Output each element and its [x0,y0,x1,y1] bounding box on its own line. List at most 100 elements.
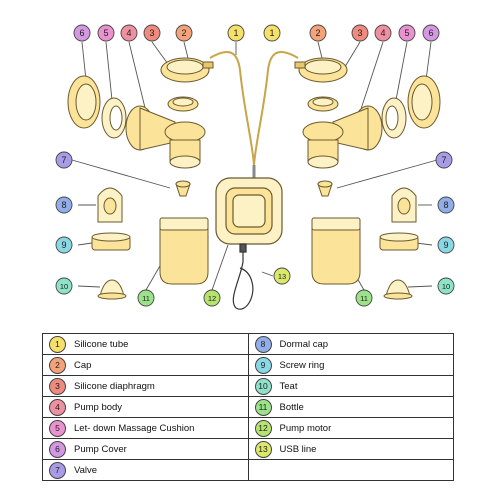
right-screw-ring [380,233,418,250]
badge-part-6: 6 [74,25,90,41]
silicone-tube [210,52,298,178]
badge-part-13: 13 [274,268,290,284]
legend-label: Cap [74,360,91,371]
badge-part-9: 9 [438,237,454,253]
left-pump-body [126,106,205,168]
badge-part-1: 1 [264,25,280,41]
pump-motor [216,178,282,244]
badge-part-10: 10 [56,278,72,294]
badge-number: 1 [233,28,238,38]
legend-label: Silicone diaphragm [74,381,155,392]
legend-cell-part-13: 13 USB line [248,439,454,460]
badge-number: 6 [79,28,84,38]
legend-label: Valve [74,465,97,476]
badge-number: 9 [443,240,448,250]
legend-badge: 7 [49,462,66,479]
badge-part-9: 9 [56,237,72,253]
legend-badge: 12 [255,420,272,437]
badge-part-10: 10 [438,278,454,294]
right-pump-body [303,106,382,168]
legend-label: Pump motor [280,423,332,434]
badge-number: 3 [149,28,154,38]
legend-row: 5 Let- down Massage Cushion 12 Pump motor [43,418,454,439]
left-diaphragm [168,97,198,111]
badge-part-3: 3 [144,25,160,41]
badge-number: 11 [142,294,150,303]
badge-number: 7 [441,155,446,165]
usb-cable [233,244,253,309]
badge-part-7: 7 [56,152,72,168]
badge-part-8: 8 [56,197,72,213]
badge-part-2: 2 [310,25,326,41]
legend-label: Teat [280,381,298,392]
badge-part-8: 8 [438,197,454,213]
legend-badge: 9 [255,357,272,374]
legend-cell-part-8: 8 Dormal cap [248,334,454,355]
badge-part-4: 4 [375,25,391,41]
badge-part-6: 6 [423,25,439,41]
legend-cell-part-6: 6Pump Cover [43,439,249,460]
right-bottle [312,218,360,284]
legend-row: 4Pump body11Bottle [43,397,454,418]
legend-badge: 3 [49,378,66,395]
badge-part-1: 1 [228,25,244,41]
legend-badge: 6 [49,441,66,458]
legend-cell-empty [248,460,454,481]
legend-row: 2 Cap 9 Screw ring [43,355,454,376]
legend-label: USB line [280,444,317,455]
right-pump-cover [408,76,440,128]
badge-number: 4 [380,28,385,38]
badge-number: 5 [404,28,409,38]
legend-badge: 8 [255,336,272,353]
badge-number: 8 [443,200,448,210]
right-diaphragm [308,97,338,111]
legend-badge: 1 [49,336,66,353]
legend-badge: 13 [255,441,272,458]
badge-part-7: 7 [436,152,452,168]
badge-number: 6 [428,28,433,38]
badge-number: 11 [360,294,368,303]
badge-number: 7 [61,155,66,165]
legend-row: 7 Valve [43,460,454,481]
right-cap [295,58,347,82]
legend-cell-part-7: 7 Valve [43,460,249,481]
right-valve [318,181,332,196]
legend-cell-part-12: 12 Pump motor [248,418,454,439]
left-dormal-cap [98,188,122,222]
badge-part-3: 3 [352,25,368,41]
legend-cell-part-9: 9 Screw ring [248,355,454,376]
left-valve [176,181,190,196]
right-teat [384,280,412,299]
left-teat [98,280,126,299]
badge-number: 10 [442,282,450,291]
badge-number: 4 [126,28,131,38]
legend-label: Screw ring [280,360,325,371]
right-dormal-cap [392,188,416,222]
legend-badge: 5 [49,420,66,437]
parts-legend-table: 1 Silicone tube 8 Dormal cap 2 Cap 9 Screw ring… [42,333,454,481]
legend-label: Silicone tube [74,339,128,350]
badge-number: 8 [61,200,66,210]
legend-row: 6Pump Cover 13 USB line [43,439,454,460]
legend-cell-part-5: 5 Let- down Massage Cushion [43,418,249,439]
right-massage-cushion [382,98,406,138]
badge-part-2: 2 [176,25,192,41]
badge-part-5: 5 [399,25,415,41]
left-pump-cover [68,76,100,128]
legend-cell-part-1: 1 Silicone tube [43,334,249,355]
badge-part-5: 5 [98,25,114,41]
badge-part-11: 11 [138,290,154,306]
left-cap [161,58,213,82]
badge-part-12: 12 [204,290,220,306]
legend-badge: 2 [49,357,66,374]
legend-label: Let- down Massage Cushion [74,423,194,434]
badge-number: 3 [357,28,362,38]
badge-number: 2 [181,28,186,38]
legend-label: Dormal cap [280,339,329,350]
legend-row: 1 Silicone tube 8 Dormal cap [43,334,454,355]
badge-number: 2 [315,28,320,38]
